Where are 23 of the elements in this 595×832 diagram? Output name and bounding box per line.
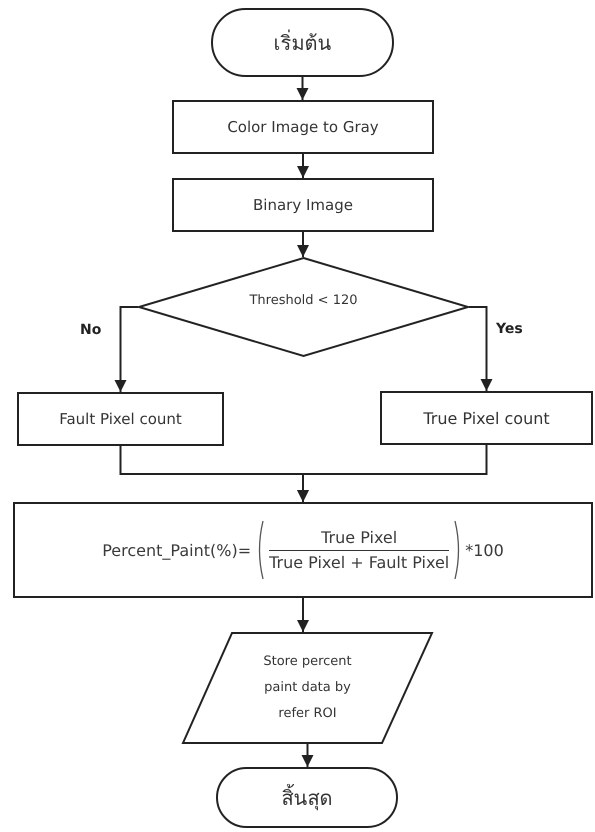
- data-text: Store percent paint data by refer ROI: [262, 653, 353, 723]
- formula-box: [13, 502, 593, 598]
- process-box: True Pixel count: [380, 391, 593, 445]
- formula-text: Percent_Paint(%)=: [102, 540, 252, 560]
- condition-text: Threshold < 120: [249, 292, 358, 308]
- terminal-shape: สิ้นสุด: [216, 767, 398, 828]
- edge-label: No: [80, 322, 102, 338]
- arrow: [302, 744, 314, 767]
- arrow: [297, 232, 309, 257]
- arrow: [297, 598, 309, 632]
- edge-label: Yes: [496, 321, 523, 337]
- process-box: Fault Pixel count: [17, 392, 224, 446]
- arrow: [114, 306, 138, 392]
- process-box: Color Image to Gray: [172, 100, 434, 154]
- denominator: True Pixel + Fault Pixel: [269, 552, 450, 572]
- process-box: Binary Image: [172, 178, 434, 232]
- arrow: [469, 306, 492, 391]
- numerator: True Pixel: [269, 528, 450, 551]
- terminal-shape: เริ่มต้น: [211, 8, 394, 77]
- formula-text: *100: [465, 540, 504, 560]
- arrow: [297, 445, 488, 502]
- arrow: [297, 154, 309, 178]
- arrow: [296, 77, 308, 100]
